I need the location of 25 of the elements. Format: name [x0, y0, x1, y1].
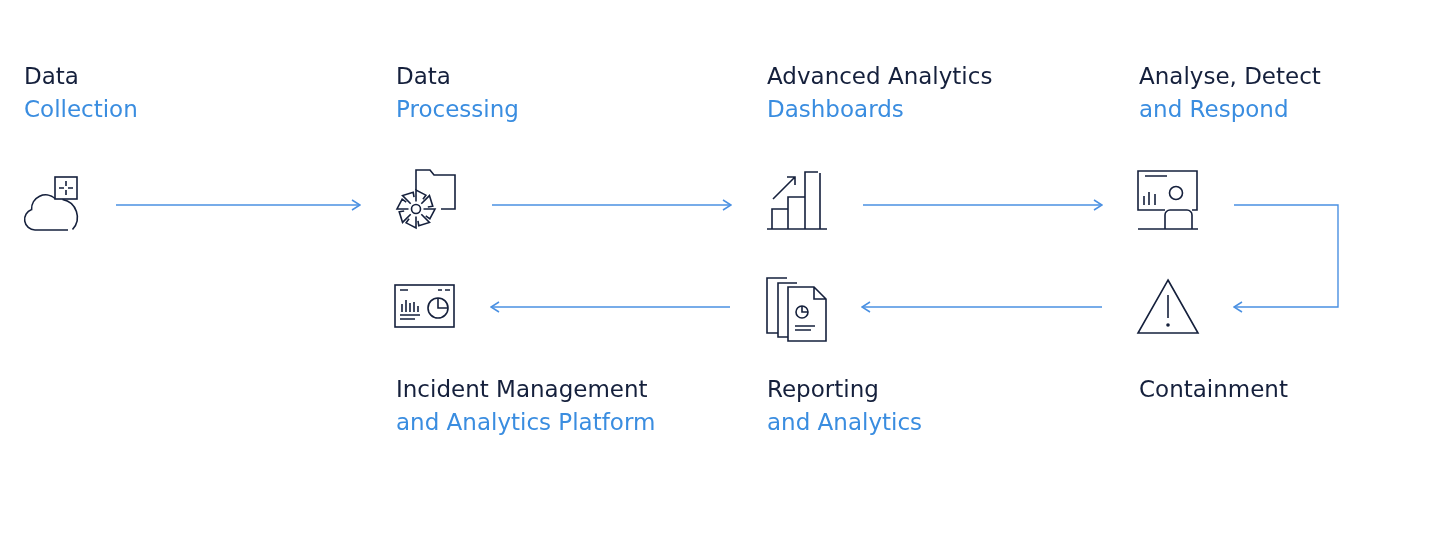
- arrow: [862, 199, 1103, 211]
- warning-icon: [1136, 278, 1200, 336]
- step-title: Reporting: [767, 375, 879, 404]
- documents-icon: [764, 275, 828, 343]
- dashboard-icon: [393, 283, 457, 331]
- gear-folder-icon: [394, 168, 458, 232]
- arrow: [861, 301, 1103, 313]
- arrow: [490, 301, 731, 313]
- presentation-icon: [1136, 168, 1200, 232]
- step-title: Advanced Analytics: [767, 62, 993, 91]
- arrow: [491, 199, 732, 211]
- step-subtitle: and Analytics Platform: [396, 408, 656, 437]
- bar-chart-icon: [765, 168, 829, 232]
- arrow: [115, 199, 361, 211]
- step-subtitle: and Analytics: [767, 408, 923, 437]
- step-title: Incident Management: [396, 375, 648, 404]
- step-subtitle: Dashboards: [767, 95, 904, 124]
- step-title: Data: [24, 62, 79, 91]
- step-title: Data: [396, 62, 451, 91]
- step-title: Analyse, Detect: [1139, 62, 1321, 91]
- step-subtitle: and Respond: [1139, 95, 1289, 124]
- step-subtitle: Processing: [396, 95, 519, 124]
- step-subtitle: Collection: [24, 95, 138, 124]
- arrow: [1233, 204, 1339, 313]
- step-title: Containment: [1139, 375, 1288, 404]
